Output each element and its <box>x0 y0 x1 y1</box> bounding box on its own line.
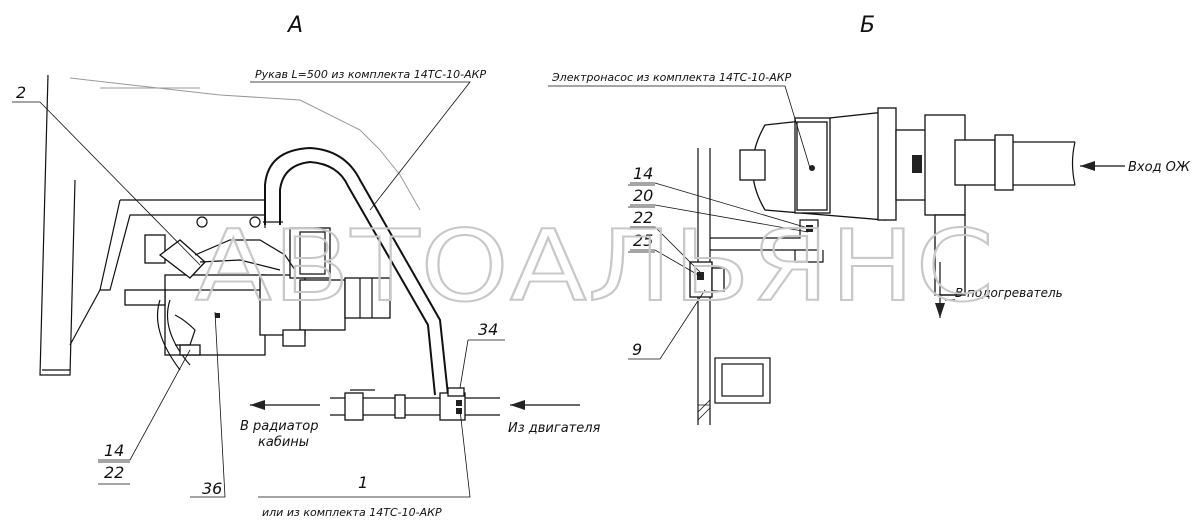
electric-pump-view-b <box>739 107 1014 301</box>
position-2: 2 <box>16 83 26 102</box>
position-9: 9 <box>632 340 642 359</box>
coolant-pipe-b <box>1013 141 1076 186</box>
flow-arrows-b <box>935 161 1125 318</box>
coolant-in-label: Вход ОЖ <box>1128 160 1191 175</box>
alt-kit-label: или из комплекта 14ТС-10-АКР <box>262 506 442 519</box>
position-20: 20 <box>633 186 653 205</box>
view-b-title: Б <box>860 13 875 38</box>
position-22-b: 22 <box>633 208 653 227</box>
pump-label: Электронасос из комплекта 14ТС-10-АКР <box>551 71 792 84</box>
hose-label: Рукав L=500 из комплекта 14ТС-10-АКР <box>255 68 486 81</box>
to-heater-label: В подогреватель <box>955 286 1063 300</box>
leader-lines-a <box>12 81 505 498</box>
to-radiator-label-1: В радиатор <box>240 419 318 434</box>
position-1: 1 <box>358 473 368 492</box>
bracket-b <box>689 219 824 298</box>
position-22-a: 22 <box>104 463 124 482</box>
leader-lines-b <box>548 85 811 360</box>
to-radiator-label-2: кабины <box>258 435 309 450</box>
underline-14-22-a <box>98 461 130 485</box>
position-14-b: 14 <box>633 164 653 183</box>
position-36: 36 <box>202 479 222 498</box>
flow-arrows-a <box>250 400 580 410</box>
position-14-a: 14 <box>104 441 124 460</box>
position-25: 25 <box>633 231 653 250</box>
view-a-title: А <box>286 13 303 38</box>
underline-b <box>628 184 655 253</box>
hose-l500 <box>263 146 449 396</box>
watermark: АВТОАЛЬЯНС <box>195 210 995 324</box>
position-34: 34 <box>478 320 498 339</box>
coolant-pipe-a <box>330 387 500 421</box>
from-engine-label: Из двигателя <box>508 421 601 436</box>
cab-contour <box>39 74 421 376</box>
